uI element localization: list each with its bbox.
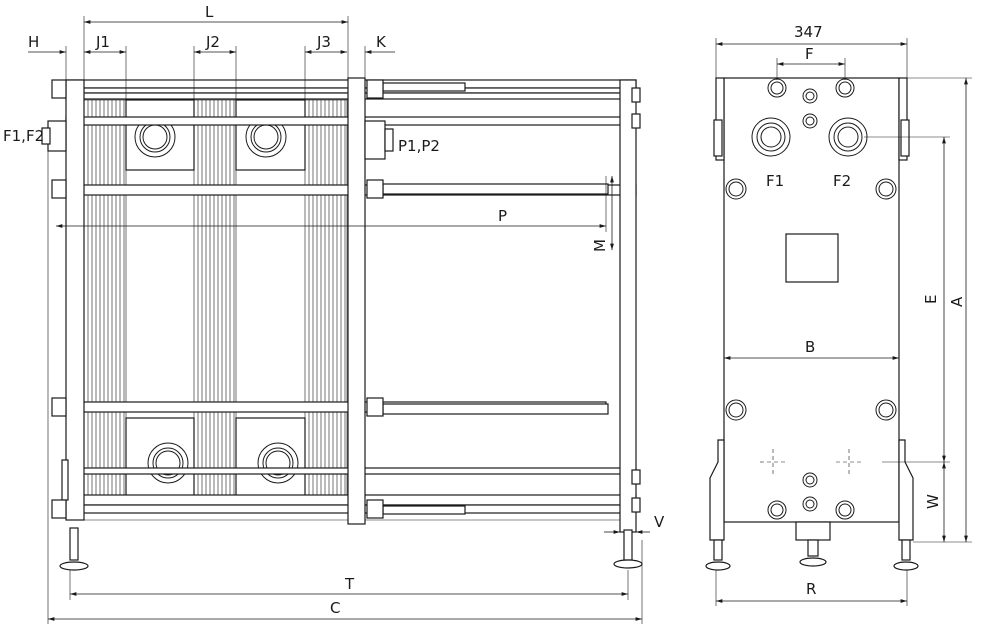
port-F1-label: F1 xyxy=(766,172,784,190)
port-right-label: P1,P2 xyxy=(398,137,440,155)
dim-F-label: F xyxy=(805,45,814,63)
bolt-nuts xyxy=(51,79,641,519)
side-view: L H J1 J2 J3 K F1,F2 P1,P2 P M V T C xyxy=(3,3,665,624)
dim-T-label: T xyxy=(344,575,355,593)
port-blocks xyxy=(125,99,306,499)
pressure-plate xyxy=(347,77,366,525)
dim-W-label: W xyxy=(924,494,942,509)
front-view: 347 F F1 F2 E A B W R xyxy=(705,23,972,606)
dim-R-label: R xyxy=(806,580,816,598)
dim-A-label: A xyxy=(948,296,966,307)
frame-plate xyxy=(65,79,85,521)
dim-H-label: H xyxy=(28,33,39,51)
side-dimensions xyxy=(28,16,650,624)
dim-J1-label: J1 xyxy=(95,33,110,51)
support-column xyxy=(619,79,637,533)
dim-K-label: K xyxy=(376,33,387,51)
dim-B-label: B xyxy=(805,338,815,356)
port-F2-label: F2 xyxy=(833,172,851,190)
dim-J3-label: J3 xyxy=(316,33,331,51)
dim-P-label: P xyxy=(498,207,507,225)
nameplate xyxy=(785,233,839,283)
port-left-label: F1,F2 xyxy=(3,127,44,145)
dim-M-label: M xyxy=(591,239,609,252)
dim-V-label: V xyxy=(654,513,665,531)
dim-E-label: E xyxy=(922,295,940,304)
dim-width-label: 347 xyxy=(794,23,823,41)
plate-pack xyxy=(83,99,348,499)
front-legs xyxy=(705,77,919,571)
frame-plate-front xyxy=(723,77,900,523)
front-dimensions xyxy=(715,38,972,606)
dim-C-label: C xyxy=(330,599,340,617)
dim-L-label: L xyxy=(205,3,214,21)
nozzles xyxy=(41,120,394,160)
feet xyxy=(59,527,643,571)
dim-J2-label: J2 xyxy=(205,33,220,51)
front-ports xyxy=(725,78,897,520)
